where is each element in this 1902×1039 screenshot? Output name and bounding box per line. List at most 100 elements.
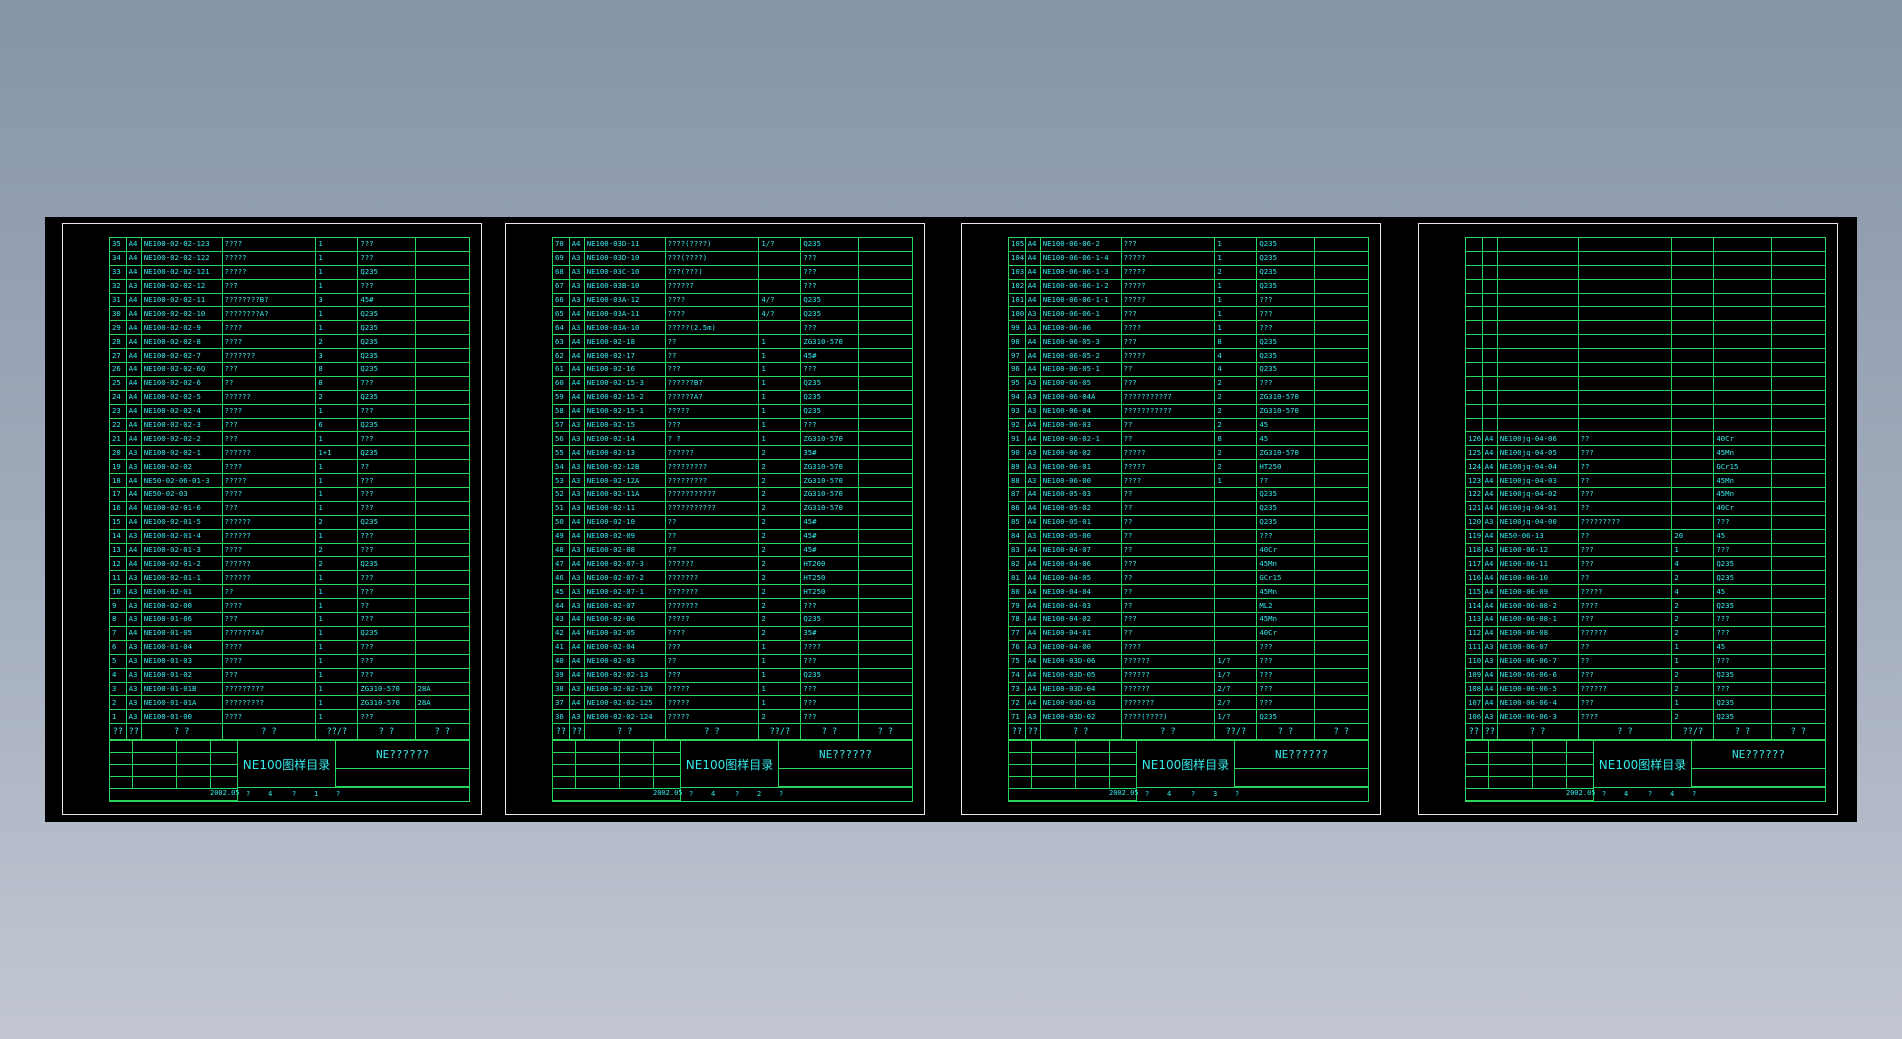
table-cell: A3 (126, 445, 142, 461)
column-header: ? ? (1121, 723, 1216, 741)
table-cell: ????????B? (222, 293, 317, 308)
table-cell (1578, 404, 1673, 419)
table-cell (1314, 445, 1368, 461)
table-cell (1497, 265, 1579, 280)
table-cell: NE100-02-08 (584, 543, 666, 558)
table-cell: NE100-02-02-2 (141, 431, 223, 447)
table-cell (1314, 584, 1368, 600)
column-header: ?? (1025, 723, 1041, 741)
table-row (1466, 390, 1825, 405)
table-cell (1482, 293, 1498, 308)
table-cell: ??? (1256, 682, 1315, 697)
column-header: ??/? (315, 723, 359, 741)
table-cell (1214, 640, 1258, 655)
table-cell (858, 238, 912, 252)
table-cell: ?????? (665, 556, 760, 572)
drawing-title: NE100图样目录 (1137, 741, 1235, 788)
table-cell (1482, 334, 1498, 350)
table-cell: NE100-02-12B (584, 459, 666, 475)
table-cell: NE100jq-04-00 (1497, 515, 1579, 530)
table-cell (1214, 612, 1258, 627)
table-cell: ??? (357, 668, 416, 683)
sheet-count-text: ? (1145, 790, 1150, 799)
column-header: ? ? (1314, 723, 1368, 741)
table-cell: A4 (569, 695, 585, 711)
table-cell: 40 (553, 654, 570, 669)
table-cell: 1/? (1214, 709, 1258, 725)
table-cell: 45# (800, 543, 859, 558)
table-cell: 35# (800, 445, 859, 461)
signature-row (1009, 753, 1136, 766)
table-cell: ??? (1578, 445, 1673, 461)
table-cell: 56 (553, 431, 570, 447)
table-cell: 35# (800, 626, 859, 641)
table-cell (1214, 487, 1258, 502)
table-cell: ??? (665, 362, 760, 377)
table-cell (1497, 279, 1579, 294)
table-cell: A3 (126, 529, 142, 544)
table-cell: NE100-02-07-1 (584, 584, 666, 600)
table-cell: 1 (315, 709, 359, 725)
table-cell: ?? (1121, 598, 1216, 614)
table-cell (1713, 279, 1772, 294)
table-cell: NE100-02-02-12 (141, 279, 223, 294)
table-cell: 1 (758, 404, 802, 419)
column-header: ?? (553, 723, 570, 741)
table-cell: 114 (1466, 598, 1483, 614)
table-cell: 51 (553, 501, 570, 516)
table-cell: 1 (1671, 654, 1715, 669)
table-cell (1671, 473, 1715, 489)
table-cell: ???? (222, 320, 317, 336)
table-row (1466, 404, 1825, 419)
table-cell (415, 612, 469, 627)
signature-row (553, 741, 680, 754)
table-cell: ?? (1121, 584, 1216, 600)
table-cell: 22 (110, 418, 127, 433)
table-cell: A3 (569, 431, 585, 447)
table-cell: NE100-06-06-1 (1040, 306, 1122, 322)
table-cell: 59 (553, 390, 570, 405)
table-cell: 2 (1671, 668, 1715, 683)
table-row (1466, 418, 1825, 433)
table-cell: 1 (315, 238, 359, 252)
table-cell: NE100-02-01-6 (141, 501, 223, 516)
sheet-count-row: ?4?4? (1594, 787, 1825, 801)
table-cell: 2/? (1214, 695, 1258, 711)
table-cell: 2 (758, 445, 802, 461)
table-cell: NE100-03D-11 (584, 238, 666, 252)
table-cell (858, 695, 912, 711)
table-cell (1314, 529, 1368, 544)
table-cell: NE100jq-04-03 (1497, 473, 1579, 489)
table-cell (1214, 598, 1258, 614)
table-cell: 2 (110, 695, 127, 711)
table-cell: 4 (1671, 556, 1715, 572)
table-cell (1482, 390, 1498, 405)
table-cell: NE100-06-06-1-1 (1040, 293, 1122, 308)
table-cell: 45# (357, 293, 416, 308)
table-cell (1771, 293, 1825, 308)
table-row (1466, 279, 1825, 294)
table-cell: ??? (357, 543, 416, 558)
table-cell (858, 501, 912, 516)
table-cell: 34 (110, 251, 127, 266)
table-cell: 29 (110, 320, 127, 336)
table-cell: ?????? (665, 445, 760, 461)
table-cell: NE100-02-02-4 (141, 404, 223, 419)
table-cell: NE100-02-12A (584, 473, 666, 489)
table-cell: ????????? (222, 682, 317, 697)
table-cell: NE100-02-15-2 (584, 390, 666, 405)
column-header: ? ? (415, 723, 469, 741)
